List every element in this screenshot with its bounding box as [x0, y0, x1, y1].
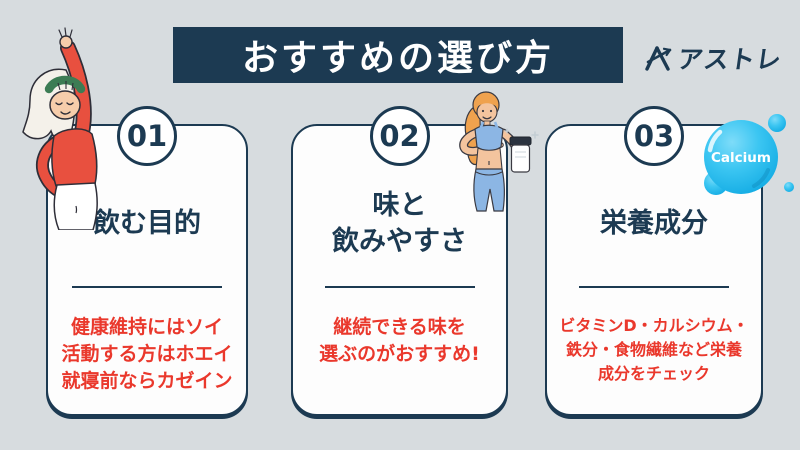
- card-title-line: 飲みやすさ: [332, 225, 467, 257]
- card-description: 継続できる味を 選ぶのがおすすめ!: [293, 314, 506, 368]
- card-title-line: 栄養成分: [600, 207, 708, 239]
- arrow-a-logo-icon: [645, 46, 672, 71]
- card-title-line: 味と: [372, 189, 427, 221]
- description-line: 継続できる味を: [333, 316, 466, 338]
- description-line: ビタミンD・カルシウム・: [559, 316, 749, 335]
- divider: [324, 286, 475, 288]
- calcium-bubble: Calcium: [704, 114, 794, 195]
- divider: [579, 286, 729, 288]
- card-taste-drinkability: 02 味と 飲みやすさ 継続できる味を 選ぶのがおすすめ!: [291, 106, 508, 416]
- card-title: 栄養成分: [547, 171, 761, 276]
- brand-name: アストレ: [675, 45, 784, 74]
- description-line: 健康維持にはソイ: [70, 316, 223, 338]
- page-title: おすすめの選び方: [241, 38, 554, 79]
- card-description: ビタミンD・カルシウム・ 鉄分・食物繊維など栄養 成分をチェック: [547, 314, 761, 386]
- pointing-woman-illustration: [459, 91, 539, 212]
- description-line: 鉄分・食物繊維など栄養: [565, 340, 742, 359]
- card-description: 健康維持にはソイ 活動する方はホエイ 就寝前ならカゼイン: [48, 314, 246, 395]
- card-number-badge: 03: [624, 106, 684, 166]
- card-title-line: 飲む目的: [93, 207, 201, 239]
- card-number-badge: 02: [369, 106, 430, 166]
- card-drinking-purpose: 01 飲む目的 健康維持にはソイ 活動する方はホエイ 就寝前ならカゼイン: [46, 106, 248, 416]
- description-line: 活動する方はホエイ: [61, 342, 233, 365]
- header-bar: おすすめの選び方: [173, 27, 623, 83]
- card-number-badge: 01: [117, 106, 177, 166]
- description-line: 成分をチェック: [597, 364, 710, 383]
- bubble-label: Calcium: [711, 150, 771, 166]
- card-title: 飲む目的: [48, 171, 246, 276]
- stretching-woman-illustration: [22, 27, 98, 230]
- divider: [72, 286, 222, 288]
- description-line: 就寝前ならカゼイン: [61, 369, 233, 392]
- description-line: 選ぶのがおすすめ!: [319, 342, 480, 365]
- brand-logo: アストレ: [644, 42, 784, 74]
- card-title: 味と 飲みやすさ: [293, 171, 506, 276]
